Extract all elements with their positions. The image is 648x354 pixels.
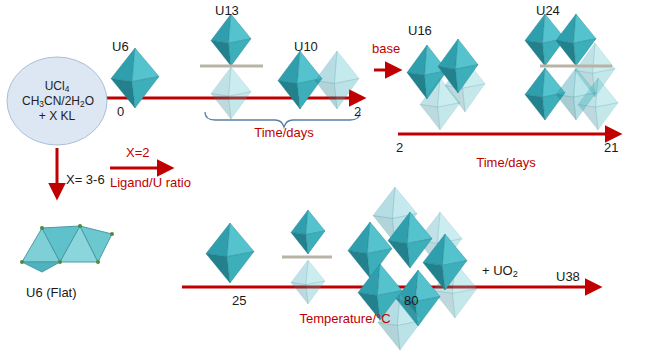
octahedron [206,223,254,283]
axis-value: 0 [117,105,124,119]
cluster-name: U6 (Flat) [26,286,77,300]
reagent-label: base [372,42,400,56]
cluster-name: U16 [408,24,432,38]
cluster-name: U13 [215,4,239,18]
octahedron [556,14,596,66]
bridge-bar [282,256,332,259]
axis-title: Temperature/°C [299,312,390,326]
axis-title: Time/days [476,156,535,170]
octahedron [291,260,325,304]
octahedron [291,210,325,254]
cluster-name: U24 [536,4,560,18]
reactant-circle [7,57,107,145]
axis-value: 21 [604,141,618,155]
flat-cluster [20,224,114,272]
octahedron [111,48,159,108]
octahedron [556,68,596,120]
bridge-bar [540,65,612,68]
ratio-label: X= 3-6 [66,173,105,187]
octahedron [348,222,392,278]
ratio-arrow [110,167,170,170]
octahedron [420,78,460,130]
bridge-bar [200,65,263,68]
byproduct-label: + UO2 [482,264,518,278]
octahedron [211,67,251,119]
cluster-name: U10 [294,40,318,54]
time-arrow [398,133,618,136]
axis-value: 2 [396,141,403,155]
reactant-text: UCl4 CH3CN/2H2O + X KL [22,79,92,124]
ratio-label: X=2 [126,146,150,160]
axis-title: Ligand/U ratio [110,176,191,190]
base-arrow [374,69,398,72]
axis-value: 80 [404,294,418,308]
cluster-name: U6 [112,40,129,54]
octahedron [396,270,440,326]
octahedron [423,234,467,290]
axis-value: 25 [232,294,246,308]
axis-value: 2 [354,105,361,119]
reactant-circle: UCl4 CH3CN/2H2O + X KL [9,58,105,144]
axis-title: Time/days [254,126,313,140]
octahedron [211,14,251,66]
ratio-arrow [56,148,59,196]
cluster-name: U38 [556,270,580,284]
octahedron [315,51,359,109]
